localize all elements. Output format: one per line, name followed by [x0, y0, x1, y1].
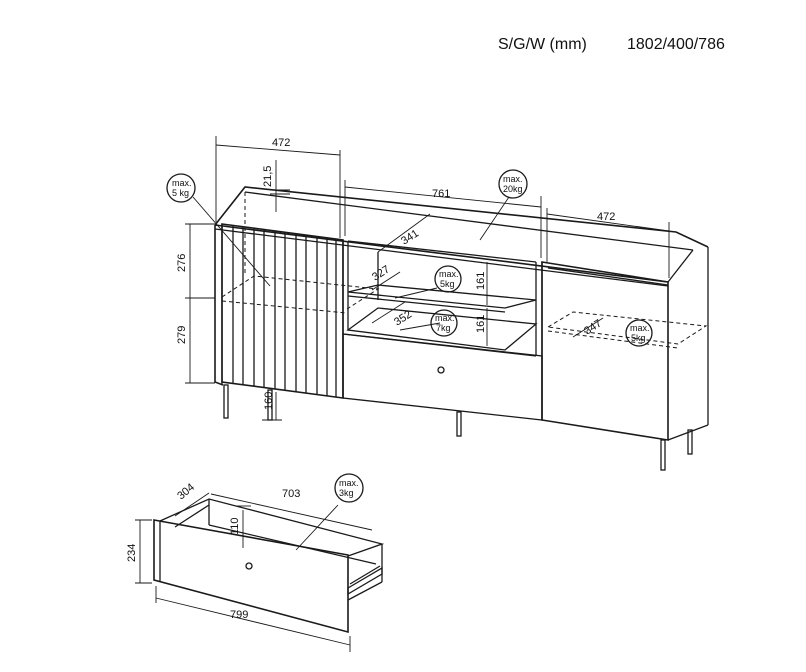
load-badge-right-shelf: max. 5kg — [625, 319, 653, 347]
svg-text:20kg: 20kg — [503, 184, 523, 194]
load-badge-middle-shelf: max. 5kg — [434, 265, 462, 293]
drawer-dimensions — [135, 492, 373, 652]
svg-text:max.: max. — [630, 323, 650, 333]
dim-drawer-depth: 304 — [175, 481, 197, 502]
svg-text:max.: max. — [503, 174, 523, 184]
top-front-lower-edge — [214, 228, 669, 287]
dim-shelf-gap-lower: 161 — [475, 315, 487, 333]
drawer-box-floor-back — [208, 524, 377, 565]
dim-upper-height: 276 — [176, 254, 188, 272]
dimensions-value: 1802/400/786 — [627, 36, 725, 53]
svg-text:5 kg: 5 kg — [172, 188, 189, 198]
top-front-edge — [214, 224, 669, 283]
top-back-edge — [214, 186, 709, 248]
svg-text:max.: max. — [339, 478, 359, 488]
drawer-front-panel — [153, 519, 349, 634]
middle-shelf-front — [347, 295, 506, 313]
dim-lower-height: 279 — [176, 326, 188, 344]
svg-text:max.: max. — [439, 269, 459, 279]
legs — [223, 384, 693, 471]
dim-right-shelf-depth: 347 — [582, 317, 604, 337]
svg-text:3kg: 3kg — [339, 488, 354, 498]
top-right-side — [667, 249, 694, 283]
dimensions-label: S/G/W (mm) — [498, 36, 587, 53]
dim-middle-width: 761 — [432, 188, 450, 200]
sideboard-dimensions — [185, 136, 670, 421]
drawer-box-inner-left — [174, 504, 210, 528]
load-badge-top: max. 20kg — [498, 169, 528, 199]
load-badge-left-shelf: max. 5 kg — [166, 173, 196, 203]
right-hidden-shelf — [546, 311, 708, 345]
load-badge-middle-bottom: max. 7kg — [430, 309, 458, 337]
fluted-door — [221, 223, 344, 399]
middle-bottom — [346, 307, 538, 351]
svg-text:7kg: 7kg — [436, 323, 451, 333]
dim-left-depth: 472 — [272, 137, 290, 149]
drawer-runner — [347, 566, 383, 596]
drawer: 304 703 110 234 799 max. 3kg — [126, 473, 385, 652]
dim-top-thickness: 21,5 — [262, 166, 274, 187]
dim-drawer-front-width: 799 — [230, 609, 248, 621]
middle-back-top — [347, 240, 537, 263]
top-inner-edge — [244, 191, 694, 251]
sideboard-drawer-front — [342, 333, 543, 421]
right-hidden-shelf-front — [547, 330, 679, 349]
middle-shelf — [347, 284, 537, 309]
left-hidden-shelf — [221, 275, 380, 310]
dim-shelf-depth-top: 341 — [399, 227, 421, 247]
svg-text:max.: max. — [435, 313, 455, 323]
dim-leg-height: 160 — [263, 392, 275, 410]
dim-shelf-gap-upper: 161 — [475, 272, 487, 290]
drawer-box-right-bottom — [347, 581, 383, 601]
right-door — [541, 261, 669, 441]
sideboard-drawer-knob — [437, 366, 445, 374]
drawer-knob — [245, 562, 253, 570]
load-badge-drawer: max. 3kg — [334, 473, 364, 503]
svg-text:5kg: 5kg — [440, 279, 455, 289]
dim-drawer-width-inner: 703 — [282, 488, 300, 500]
svg-text:max.: max. — [172, 178, 192, 188]
dim-drawer-front-height: 234 — [126, 544, 138, 562]
right-inner-top — [547, 267, 669, 286]
dim-shelf-depth-mid: 327 — [370, 263, 392, 283]
left-side-panel — [214, 225, 224, 386]
svg-text:5kg: 5kg — [631, 333, 646, 343]
dim-right-depth: 472 — [597, 211, 615, 223]
sideboard: 472 21,5 276 279 160 761 472 341 327 352… — [166, 136, 709, 471]
dim-drawer-inner-height: 110 — [229, 517, 241, 535]
